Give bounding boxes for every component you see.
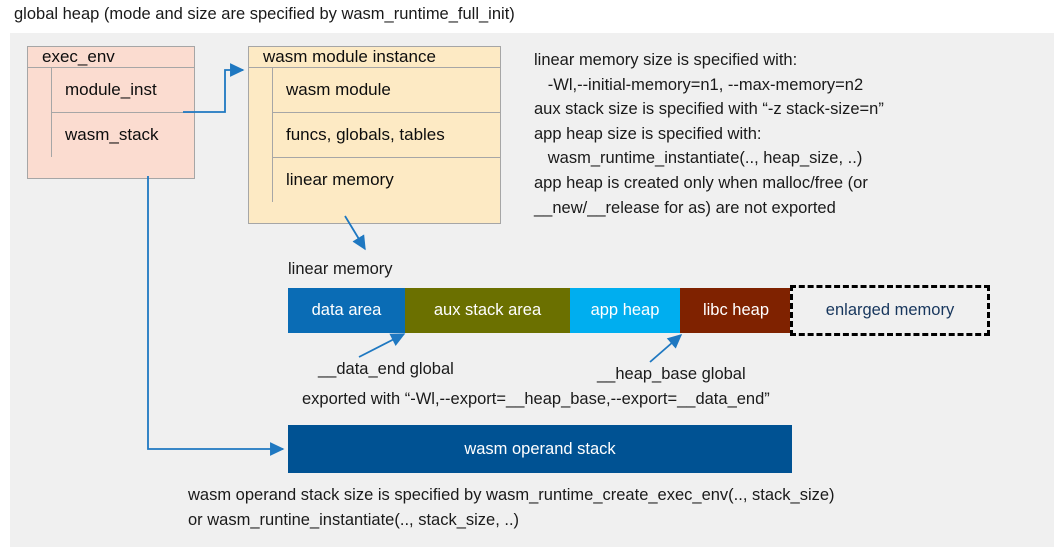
enlarged-memory-box: enlarged memory	[790, 285, 990, 336]
module-instance-row-linear-memory: linear memory	[273, 158, 500, 202]
runtime-notes: linear memory size is specified with: -W…	[534, 48, 884, 220]
callout-heap-base: __heap_base global	[597, 365, 746, 383]
memseg-data-area: data area	[288, 288, 405, 333]
operand-stack-notes: wasm operand stack size is specified by …	[188, 483, 835, 532]
callout-data-end: __data_end global	[318, 360, 454, 378]
exec-env-body: module_inst wasm_stack	[28, 68, 194, 157]
linear-memory-bar: data area aux stack area app heap libc h…	[288, 288, 792, 333]
exec-env-row-wasm-stack: wasm_stack	[52, 113, 194, 157]
module-instance-header: wasm module instance	[249, 47, 500, 68]
module-instance-row-wasm-module: wasm module	[273, 68, 500, 113]
exec-env-box: exec_env module_inst wasm_stack	[27, 46, 195, 179]
module-instance-gutter	[249, 68, 273, 202]
notes-line-2: -Wl,--initial-memory=n1, --max-memory=n2	[534, 75, 864, 94]
wasm-module-instance-box: wasm module instance wasm module funcs, …	[248, 46, 501, 224]
memseg-app-heap: app heap	[570, 288, 680, 333]
memseg-aux-stack-area: aux stack area	[405, 288, 570, 333]
operand-stack-note-1: wasm operand stack size is specified by …	[188, 486, 835, 504]
operand-stack-note-2: or wasm_runtine_instantiate(.., stack_si…	[188, 510, 520, 529]
memseg-libc-heap: libc heap	[680, 288, 792, 333]
exec-env-gutter	[28, 68, 52, 157]
wasm-operand-stack-box: wasm operand stack	[288, 425, 792, 473]
linear-memory-label: linear memory	[288, 260, 393, 278]
exec-env-rows: module_inst wasm_stack	[52, 68, 194, 157]
module-instance-row-funcs-globals-tables: funcs, globals, tables	[273, 113, 500, 158]
notes-line-5: wasm_runtime_instantiate(.., heap_size, …	[534, 149, 863, 168]
notes-line-4: app heap size is specified with:	[534, 124, 762, 143]
page-title: global heap (mode and size are specified…	[14, 5, 515, 23]
callout-exported-with: exported with “-Wl,--export=__heap_base,…	[302, 390, 770, 408]
notes-line-3: aux stack size is specified with “-z sta…	[534, 100, 884, 119]
module-instance-body: wasm module funcs, globals, tables linea…	[249, 68, 500, 202]
exec-env-header: exec_env	[28, 47, 194, 68]
notes-line-1: linear memory size is specified with:	[534, 51, 798, 69]
notes-line-7: __new/__release for as) are not exported	[534, 198, 836, 217]
module-instance-rows: wasm module funcs, globals, tables linea…	[273, 68, 500, 202]
notes-line-6: app heap is created only when malloc/fre…	[534, 173, 868, 192]
exec-env-row-module-inst: module_inst	[52, 68, 194, 113]
